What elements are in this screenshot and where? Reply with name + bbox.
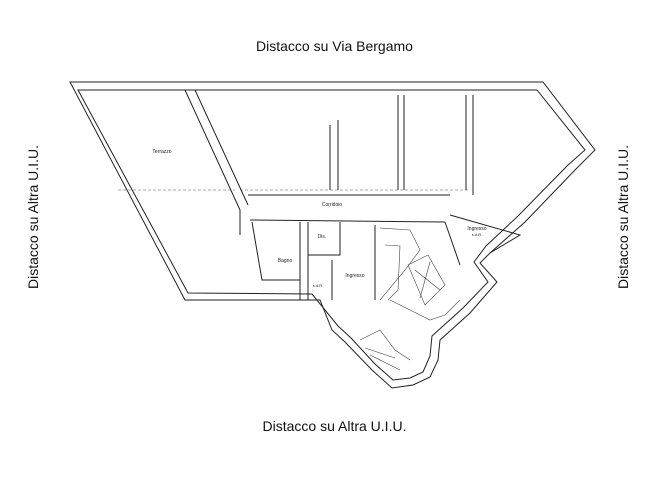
room-label-terrazzo: Terrazzo xyxy=(152,149,171,155)
room-label-ingresso: Ingresso xyxy=(345,273,364,279)
staircase xyxy=(359,227,461,371)
room-label-ingresso-2: Ingresso xyxy=(467,226,486,232)
orientation-label-bottom: Distacco su Altra U.I.U. xyxy=(262,418,407,434)
outer-walls xyxy=(69,81,596,389)
orientation-label-top: Distacco su Via Bergamo xyxy=(256,38,413,54)
room-label-dis: Dis. xyxy=(318,234,327,240)
room-labels: Terrazzo Corridoio Dis. Bagno s.d.R. Ing… xyxy=(152,149,486,288)
room-label-sdr: s.d.R. xyxy=(313,283,323,288)
interior-walls xyxy=(118,89,522,300)
room-label-corridoio: Corridoio xyxy=(322,202,343,208)
room-label-bagno: Bagno xyxy=(278,258,293,264)
room-label-ingresso-2-sub: s.d.R. xyxy=(472,232,482,237)
